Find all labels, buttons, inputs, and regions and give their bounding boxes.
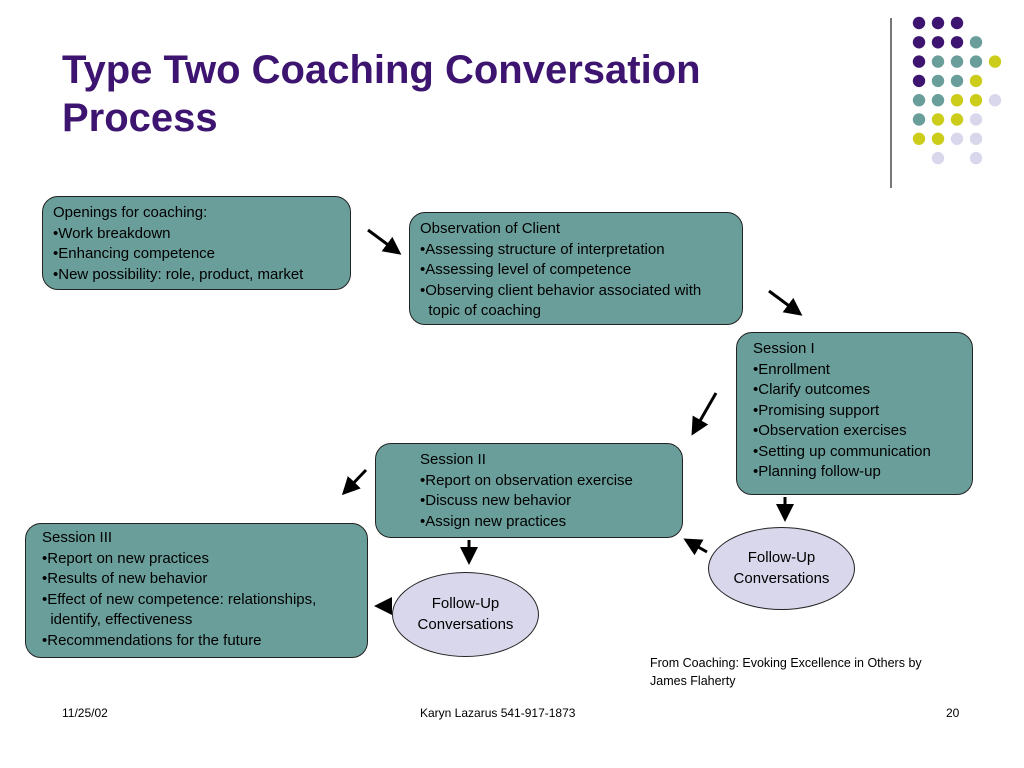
- session3-item: •Effect of new competence: relationships…: [42, 590, 317, 608]
- session3-item: •Results of new behavior: [42, 570, 208, 587]
- arrow-followup-to-session2: [683, 538, 708, 556]
- decorative-dot: [912, 16, 926, 30]
- observation-item: •Observing client behavior associated wi…: [420, 281, 702, 299]
- decorative-dot: [969, 94, 983, 107]
- footer-page-number: 20: [946, 706, 960, 720]
- decorative-dot: [988, 94, 1002, 107]
- decorative-dot: [950, 113, 964, 126]
- session2-item: •Assign new practices: [420, 512, 567, 530]
- observation-item: •Assessing structure of interpretation: [420, 240, 665, 258]
- session1-heading: Session I: [753, 340, 815, 357]
- footer-date: 11/25/02: [62, 706, 108, 720]
- decorative-dot: [969, 55, 983, 68]
- footer-author: Karyn Lazarus 541-917-1873: [420, 706, 576, 720]
- decorative-dot: [969, 151, 983, 165]
- decorative-dot: [950, 94, 964, 107]
- followup-right-ellipse: Follow-Up Conversations: [708, 527, 855, 610]
- session2-item: •Report on observation exercise: [420, 471, 633, 489]
- decorative-dot: [931, 132, 945, 145]
- source-line: James Flaherty: [650, 674, 736, 688]
- decorative-dot: [931, 151, 945, 165]
- observation-heading: Observation of Client: [420, 220, 561, 237]
- session3-item: identify, effectiveness: [42, 611, 193, 628]
- source-citation: From Coaching: Evoking Excellence in Oth…: [650, 654, 980, 690]
- decorative-dot: [969, 132, 983, 145]
- decorative-dot: [950, 74, 964, 88]
- session1-box: Session I •Enrollment •Clarify outcomes …: [736, 332, 973, 495]
- session1-item: •Observation exercises: [753, 422, 907, 439]
- session2-heading: Session II: [420, 451, 486, 468]
- decorative-dot: [912, 94, 926, 107]
- source-line: From Coaching: Evoking Excellence in Oth…: [650, 656, 922, 670]
- slide-title: Type Two Coaching Conversation Process: [62, 48, 701, 140]
- decorative-dot: [969, 74, 983, 88]
- decorative-dot: [931, 74, 945, 88]
- session1-item: •Setting up communication: [753, 442, 931, 460]
- openings-heading: Openings for coaching:: [53, 204, 208, 221]
- arrow-observation-to-session1: [768, 289, 803, 316]
- followup-right-line: Follow-Up: [747, 549, 816, 566]
- decorative-dot: [950, 132, 964, 145]
- decorative-dot: [931, 55, 945, 68]
- session2-box: Session II •Report on observation exerci…: [375, 443, 683, 538]
- decorative-dot: [969, 36, 983, 49]
- decorative-dot: [931, 113, 945, 126]
- observation-box: Observation of Client •Assessing structu…: [409, 212, 743, 325]
- session1-item: •Promising support: [753, 401, 880, 419]
- session1-item: •Planning follow-up: [753, 463, 881, 480]
- session2-item: •Discuss new behavior: [420, 492, 572, 509]
- session1-item: •Enrollment: [753, 360, 830, 378]
- followup-right-line: Conversations: [733, 569, 830, 587]
- followup-left-ellipse: Follow-Up Conversations: [392, 572, 539, 657]
- session3-box: Session III •Report on new practices •Re…: [25, 523, 368, 658]
- decorative-dot: [931, 94, 945, 107]
- decorative-dot: [969, 113, 983, 126]
- decorative-dot: [950, 16, 964, 30]
- openings-item: •Work breakdown: [53, 224, 171, 242]
- followup-left-line: Follow-Up: [431, 595, 500, 612]
- decorative-dot: [912, 55, 926, 68]
- session3-item: •Report on new practices: [42, 549, 209, 567]
- session3-heading: Session III: [42, 529, 113, 546]
- divider-line: [890, 18, 892, 188]
- arrow-session1-to-session2: [691, 392, 718, 436]
- openings-item: •Enhancing competence: [53, 245, 216, 262]
- openings-box: Openings for coaching: •Work breakdown •…: [42, 196, 351, 290]
- openings-item: •New possibility: role, product, market: [53, 265, 304, 283]
- decorative-dot: [912, 113, 926, 126]
- session1-item: •Clarify outcomes: [753, 381, 870, 398]
- decorative-dot: [988, 55, 1002, 68]
- decorative-dot: [912, 132, 926, 145]
- decorative-dot: [912, 36, 926, 49]
- arrow-session2-to-session3: [341, 468, 368, 496]
- decorative-dot: [912, 74, 926, 88]
- decorative-dot: [931, 16, 945, 30]
- observation-item: topic of coaching: [420, 302, 541, 319]
- decorative-dot: [950, 36, 964, 49]
- decorative-dot: [931, 36, 945, 49]
- decorative-dot-grid: [912, 16, 1002, 165]
- decorative-dot: [950, 55, 964, 68]
- followup-left-line: Conversations: [417, 615, 514, 633]
- arrow-openings-to-observation: [367, 228, 402, 255]
- session3-item: •Recommendations for the future: [42, 631, 262, 649]
- observation-item: •Assessing level of competence: [420, 261, 632, 278]
